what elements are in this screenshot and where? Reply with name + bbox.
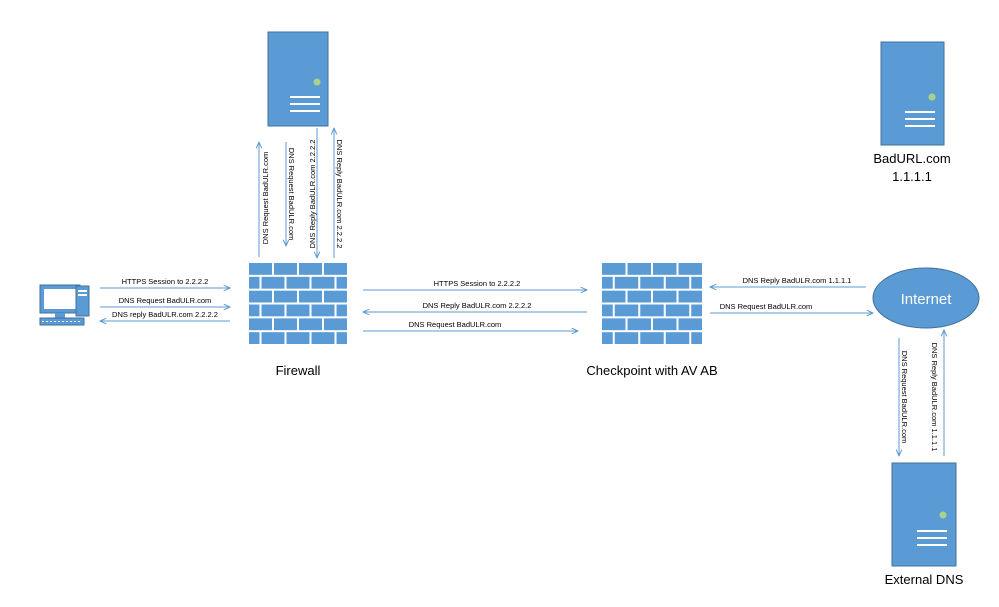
brick: [311, 304, 335, 317]
external-dns-server-icon: [891, 462, 957, 567]
brick: [249, 290, 272, 303]
fw-down-request-label: DNS Request BadULR.com: [287, 148, 296, 241]
brick: [691, 304, 702, 317]
ext-dns-request-label: DNS Request BadULR.com: [900, 351, 909, 444]
badurl-server-icon: [880, 41, 945, 146]
brick: [249, 318, 272, 331]
brick: [336, 304, 347, 317]
brick: [324, 263, 347, 275]
brick: [602, 263, 626, 275]
firewall-dns-flows: DNS Request BadULR.com DNS Request BadUL…: [259, 128, 344, 258]
badurl-ip: 1.1.1.1: [892, 169, 932, 184]
brick: [602, 318, 626, 331]
ext-dns-reply-label: DNS Reply BadULR.com 1.1.1.1: [930, 343, 939, 452]
brick: [286, 276, 310, 289]
brick: [299, 290, 322, 303]
internal-dns-server-icon: [267, 31, 329, 127]
brick: [261, 332, 285, 344]
firewall-brick-wall-icon: [249, 263, 347, 344]
checkpoint-internet-flows: DNS Reply BadULR.com 1.1.1.1 DNS Request…: [710, 276, 873, 313]
firewall-checkpoint-flows: HTTPS Session to 2.2.2.2 DNS Reply BadUL…: [363, 279, 587, 331]
brick: [640, 304, 664, 317]
brick: [678, 290, 702, 303]
brick: [614, 304, 639, 317]
mid-https-label: HTTPS Session to 2.2.2.2: [434, 279, 521, 288]
brick: [311, 332, 335, 344]
fw-up-reply-label: DNS Reply BadULR.com 2.2.2.2: [335, 140, 344, 249]
client-https-label: HTTPS Session to 2.2.2.2: [122, 277, 209, 286]
brick: [614, 276, 639, 289]
client-dns-reply-label: DNS reply BadULR.com 2.2.2.2: [112, 310, 218, 319]
brick: [665, 332, 690, 344]
brick: [665, 276, 690, 289]
brick: [640, 332, 664, 344]
internet-node: Internet: [872, 267, 980, 329]
checkpoint-brick-wall-icon: [602, 263, 702, 344]
brick: [261, 276, 285, 289]
firewall-label: Firewall: [276, 363, 321, 378]
brick: [614, 332, 639, 344]
internet-external-dns-flows: DNS Request BadULR.com DNS Reply BadULR.…: [899, 330, 944, 456]
brick: [249, 276, 260, 289]
brick: [336, 276, 347, 289]
brick: [261, 304, 285, 317]
right-dns-reply-label: DNS Reply BadULR.com 1.1.1.1: [743, 276, 852, 285]
brick: [653, 290, 677, 303]
brick: [311, 276, 335, 289]
brick: [274, 318, 297, 331]
external-dns-label: External DNS: [885, 572, 964, 587]
client-firewall-flows: HTTPS Session to 2.2.2.2 DNS Request Bad…: [100, 277, 230, 321]
client-dns-request-label: DNS Request BadULR.com: [119, 296, 212, 305]
brick: [299, 318, 322, 331]
brick: [602, 332, 613, 344]
brick: [249, 263, 272, 275]
brick: [336, 332, 347, 344]
brick: [691, 276, 702, 289]
brick: [627, 290, 651, 303]
brick: [678, 263, 702, 275]
fw-up-request-label: DNS Request BadULR.com: [261, 152, 270, 245]
brick: [286, 304, 310, 317]
internet-label: Internet: [901, 291, 953, 308]
brick: [602, 290, 626, 303]
mid-dns-request-label: DNS Request BadULR.com: [409, 320, 502, 329]
brick: [653, 318, 677, 331]
badurl-name: BadURL.com: [873, 151, 950, 166]
checkpoint-label: Checkpoint with AV AB: [586, 363, 717, 378]
brick: [627, 263, 651, 275]
brick: [324, 290, 347, 303]
client-computer-icon: [39, 284, 90, 326]
brick: [691, 332, 702, 344]
brick: [286, 332, 310, 344]
brick: [602, 304, 613, 317]
brick: [665, 304, 690, 317]
brick: [640, 276, 664, 289]
right-dns-request-label: DNS Request BadULR.com: [720, 302, 813, 311]
fw-down-reply-label: DNS Reply BadULR.com 2.2.2.2: [308, 140, 317, 249]
brick: [249, 304, 260, 317]
brick: [249, 332, 260, 344]
brick: [324, 318, 347, 331]
brick: [274, 263, 297, 275]
brick: [653, 263, 677, 275]
brick: [274, 290, 297, 303]
mid-dns-reply-label: DNS Reply BadULR.com 2.2.2.2: [423, 301, 532, 310]
brick: [627, 318, 651, 331]
brick: [678, 318, 702, 331]
brick: [602, 276, 613, 289]
brick: [299, 263, 322, 275]
